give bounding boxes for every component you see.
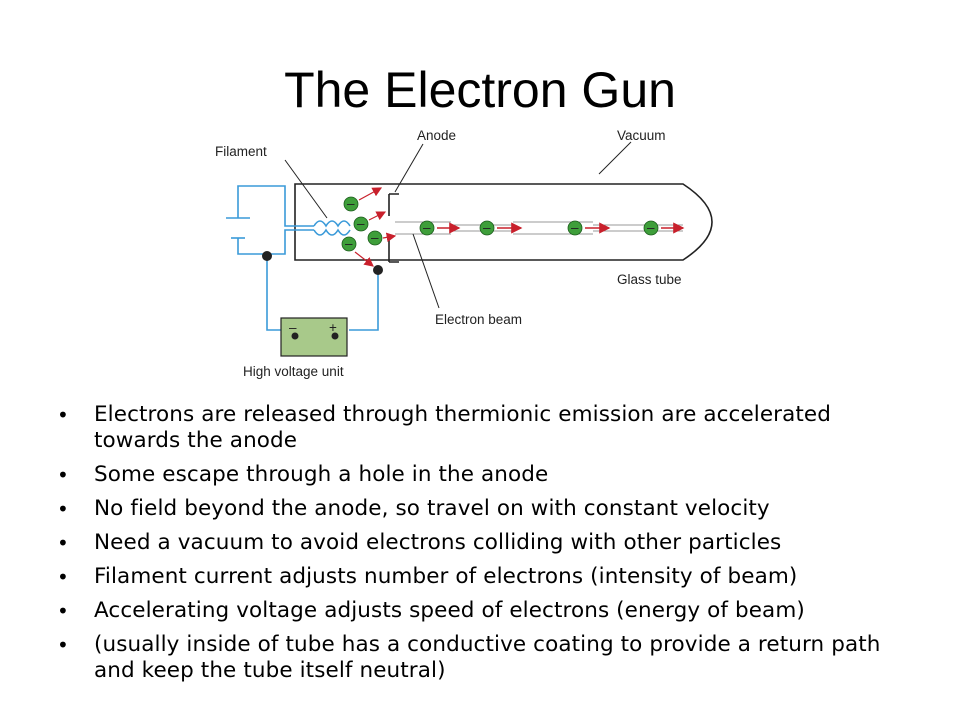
bullet-list: • Electrons are released through thermion… <box>55 402 915 692</box>
label-electron-beam: Electron beam <box>435 312 522 327</box>
hv-minus-symbol: – <box>289 320 297 335</box>
bullet-text: Some escape through a hole in the anode <box>94 462 549 487</box>
bullet-text: No field beyond the anode, so travel on … <box>94 496 770 521</box>
bullet-dot: • <box>57 463 69 487</box>
glass-tube <box>294 183 713 261</box>
beam-electrons: – – – – <box>419 220 659 236</box>
label-filament: Filament <box>215 144 267 159</box>
bullet-item: • Filament current adjusts number of elec… <box>55 564 915 590</box>
svg-text:–: – <box>345 236 353 251</box>
label-pointers <box>284 141 632 309</box>
junction-dot <box>262 251 272 261</box>
svg-text:–: – <box>571 220 579 235</box>
bullet-dot: • <box>57 497 69 521</box>
bullet-item: • No field beyond the anode, so travel on… <box>55 496 915 522</box>
slide-title: The Electron Gun <box>284 62 676 118</box>
bullet-dot: • <box>57 565 69 589</box>
svg-text:–: – <box>357 216 365 231</box>
bullet-item: • Accelerating voltage adjusts speed of e… <box>55 598 915 624</box>
electron-gun-svg: – + – – – – <box>215 128 713 379</box>
junction-dot <box>373 265 383 275</box>
anode <box>388 193 399 263</box>
bullet-text: Accelerating voltage adjusts speed of el… <box>94 598 805 623</box>
bullet-dot: • <box>57 599 69 623</box>
svg-text:–: – <box>347 196 355 211</box>
bullet-item: • Electrons are released through thermion… <box>55 402 915 454</box>
emission-arrows <box>354 187 397 267</box>
bullet-item: • (usually inside of tube has a conductiv… <box>55 632 915 684</box>
svg-text:–: – <box>483 220 491 235</box>
bullet-dot: • <box>57 531 69 555</box>
bullet-text: Filament current adjusts number of elect… <box>94 564 798 589</box>
bullet-item: • Need a vacuum to avoid electrons collid… <box>55 530 915 556</box>
label-high-voltage-unit: High voltage unit <box>243 364 344 379</box>
svg-text:–: – <box>647 220 655 235</box>
bullet-text: Electrons are released through thermioni… <box>94 402 831 453</box>
emitted-electrons: – – – – <box>341 196 383 252</box>
label-glass-tube: Glass tube <box>617 272 682 287</box>
electron-gun-diagram: – + – – – – <box>213 126 733 384</box>
hv-plus-symbol: + <box>329 320 337 335</box>
bullet-text: (usually inside of tube has a conductive… <box>94 632 881 683</box>
bullet-dot: • <box>57 403 69 427</box>
bullet-dot: • <box>57 633 69 657</box>
bullet-item: • Some escape through a hole in the anode <box>55 462 915 488</box>
filament-coil <box>313 220 351 236</box>
label-vacuum: Vacuum <box>617 128 666 143</box>
hv-terminal-left <box>291 332 299 340</box>
label-anode: Anode <box>417 128 456 143</box>
hv-terminal-right <box>331 332 339 340</box>
bullet-text: Need a vacuum to avoid electrons collidi… <box>94 530 782 555</box>
svg-text:–: – <box>423 220 431 235</box>
svg-text:–: – <box>371 230 379 245</box>
